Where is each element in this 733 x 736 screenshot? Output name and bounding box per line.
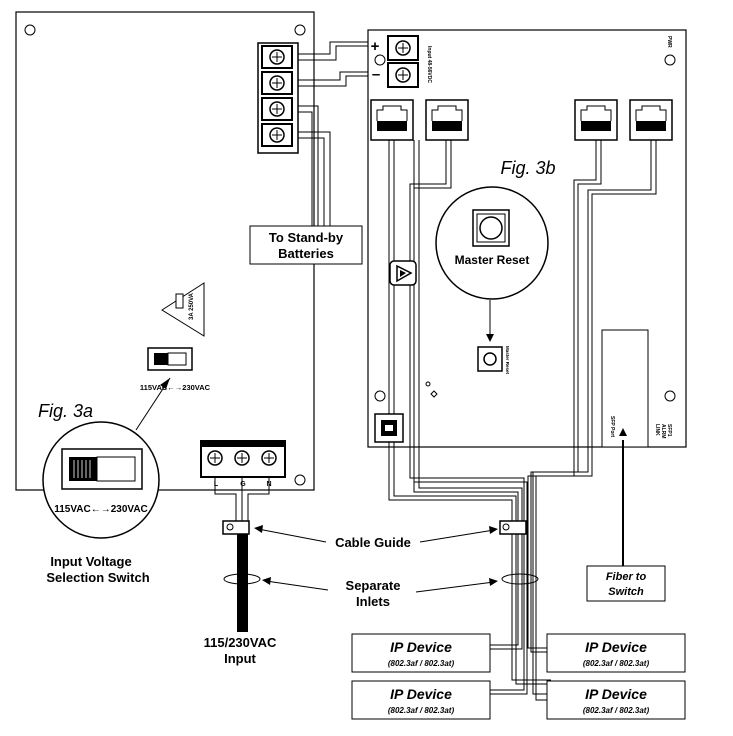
- separate-line2: Inlets: [356, 594, 390, 609]
- dc-output-wires: [298, 41, 388, 87]
- ip-device-name: IP Device: [390, 639, 452, 655]
- separate-line1: Separate: [346, 578, 401, 593]
- usb-port-icon: [374, 413, 404, 443]
- status-led-icon: [425, 381, 431, 387]
- ip-device-spec: (802.3af / 802.3at): [583, 659, 650, 668]
- terminal-screw-icon: [234, 450, 250, 466]
- terminal-l-label: L: [214, 481, 219, 488]
- poe-cable-guide-icon: [499, 520, 527, 535]
- terminal-screw-icon: [261, 45, 293, 69]
- battery-wires: [298, 105, 331, 226]
- rj45-port-icon: [574, 99, 618, 141]
- rj45-port-icon: [425, 99, 469, 141]
- ip-device-name: IP Device: [585, 686, 647, 702]
- cable-guide-callout: Cable Guide: [254, 525, 498, 550]
- input-voltage-line2: Selection Switch: [46, 570, 149, 585]
- minus-sign: –: [372, 66, 380, 83]
- fiber-line1: Fiber to: [606, 571, 647, 583]
- alarm-label: ALRM: [660, 424, 666, 438]
- ip-device-box: IP Device (802.3af / 802.3at): [546, 633, 686, 673]
- terminal-screw-icon: [261, 123, 293, 147]
- fuse-icon: 3A 250VA: [161, 282, 205, 337]
- fig3a-label: Fig. 3a: [38, 401, 93, 421]
- input-dc-label: Input 48-56VDC: [426, 46, 432, 83]
- plus-sign: +: [371, 38, 380, 55]
- ac-power-cord: [237, 530, 248, 632]
- battery-terminal-block: [257, 42, 299, 154]
- fiber-line2: Switch: [608, 586, 644, 598]
- master-reset-button: Master Reset: [477, 346, 510, 375]
- ip-device-spec: (802.3af / 802.3at): [388, 706, 455, 715]
- ip-device-box: IP Device (802.3af / 802.3at): [351, 680, 491, 720]
- ip-device-spec: (802.3af / 802.3at): [583, 706, 650, 715]
- terminal-screw-icon: [261, 450, 277, 466]
- voltage-switch-zoom: 115VAC←→230VAC: [42, 421, 160, 539]
- terminal-screw-icon: [387, 62, 419, 88]
- ip-device-name: IP Device: [585, 639, 647, 655]
- ethernet-cables: [388, 140, 657, 701]
- standby-line1: To Stand-by: [269, 230, 344, 245]
- switch-big-label: 115VAC←→230VAC: [54, 504, 148, 515]
- voltage-switch-small: 115VAC←→230VAC: [140, 347, 211, 392]
- standby-batteries-label: To Stand-by Batteries: [249, 225, 363, 265]
- sfp-link-label: LINK: [654, 424, 660, 436]
- rj45-port-icon: [370, 99, 414, 141]
- input-voltage-line1: Input Voltage: [50, 554, 131, 569]
- master-reset-small-label: Master Reset: [505, 346, 510, 375]
- switch-small-label: 115VAC←→230VAC: [140, 383, 211, 392]
- master-reset-label: Master Reset: [455, 253, 530, 267]
- standby-line2: Batteries: [278, 246, 334, 261]
- fiber-to-switch-label: Fiber to Switch: [586, 565, 666, 602]
- sfp1-label: SFP1: [666, 424, 672, 437]
- rj45-port-icon: [629, 99, 673, 141]
- warning-icon: [389, 260, 417, 286]
- ac-cable-guide-icon: [222, 520, 250, 535]
- fuse-rating: 3A 250VA: [189, 292, 195, 320]
- ip-device-name: IP Device: [390, 686, 452, 702]
- terminal-screw-icon: [261, 71, 293, 95]
- terminal-g-label: G: [240, 481, 246, 488]
- ac-input-line2: Input: [224, 651, 256, 666]
- ip-device-box: IP Device (802.3af / 802.3at): [351, 633, 491, 673]
- ip-device-spec: (802.3af / 802.3at): [388, 659, 455, 668]
- ac-terminal-block: L G N: [200, 440, 286, 488]
- sfp-port-label: SFP Port: [609, 416, 615, 437]
- ac-inlet: [223, 573, 261, 585]
- pwr-label: PWR: [666, 36, 672, 48]
- master-reset-zoom: Master Reset: [435, 186, 549, 300]
- terminal-screw-icon: [261, 97, 293, 121]
- ip-device-box: IP Device (802.3af / 802.3at): [546, 680, 686, 720]
- cable-guide-label: Cable Guide: [335, 535, 411, 550]
- ac-input-line1: 115/230VAC: [204, 635, 277, 650]
- terminal-screw-icon: [207, 450, 223, 466]
- separate-inlets-callout: Separate Inlets: [262, 577, 498, 609]
- fig3b-label: Fig. 3b: [500, 158, 555, 178]
- sfp-port: SFP Port SFP1 ALRM LINK: [601, 329, 672, 448]
- dc-input-terminals: + – Input 48-56VDC: [371, 35, 432, 88]
- poe-inlet: [501, 573, 539, 585]
- terminal-screw-icon: [387, 35, 419, 61]
- led-diamond-icon: [430, 390, 438, 398]
